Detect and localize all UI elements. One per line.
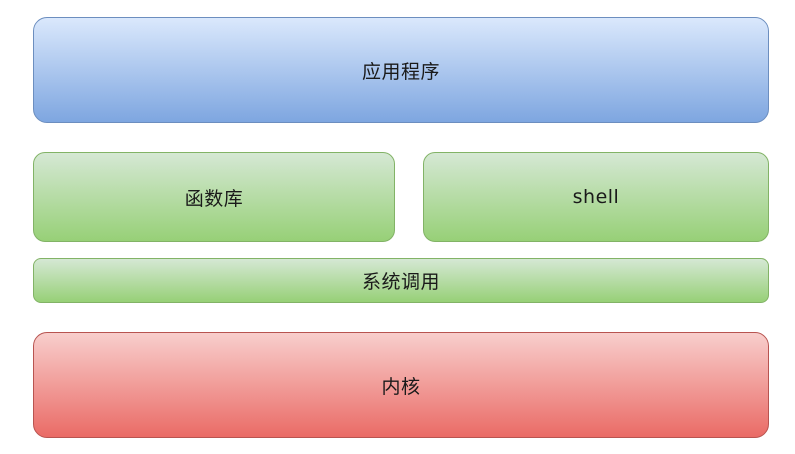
- kernel-layer-label: 内核: [381, 375, 421, 398]
- shell-layer-box: shell: [423, 152, 769, 242]
- syscall-layer-box: 系统调用: [33, 258, 769, 303]
- library-layer-label: 函数库: [184, 187, 244, 210]
- application-layer-box: 应用程序: [33, 17, 769, 123]
- shell-layer-label: shell: [572, 186, 620, 208]
- application-layer-label: 应用程序: [361, 60, 440, 83]
- syscall-layer-label: 系统调用: [361, 271, 440, 293]
- library-layer-box: 函数库: [33, 152, 395, 242]
- kernel-layer-box: 内核: [33, 332, 769, 438]
